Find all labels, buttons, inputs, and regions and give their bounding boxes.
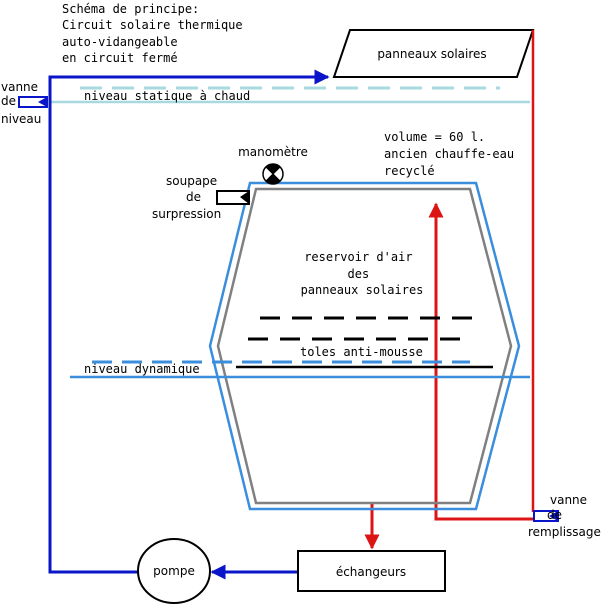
air-reservoir-label: reservoir d'air des panneaux solaires (301, 250, 424, 297)
level-valve-icon (38, 97, 47, 107)
relief-valve-label: soupape de surpression (152, 174, 221, 221)
tank-outer-wall (208, 181, 521, 511)
pump (137, 538, 211, 604)
tank-volume-label: volume = 60 l. ancien chauffe-eau recycl… (384, 130, 521, 178)
manometer-label: manomètre (238, 145, 308, 159)
dynamic-level-label: niveau dynamique (84, 362, 200, 376)
diagram-title: Schéma de principe: Circuit solaire ther… (62, 2, 250, 65)
static-level-label: niveau statique à chaud (84, 89, 250, 103)
fill-valve-label: vanne de remplissage (528, 493, 601, 539)
relief-valve-icon (240, 191, 249, 204)
baffles-label: toles anti-mousse (300, 345, 423, 359)
hot-pipe-into-tank (428, 202, 533, 521)
solar-panels-label: panneaux solaires (377, 47, 486, 61)
pump-label: pompe (153, 564, 195, 578)
exchangers-box (297, 550, 446, 592)
tank-inner-wall (216, 187, 513, 505)
level-valve-label: vanne de niveau (1, 80, 42, 126)
fill-valve-icon (549, 511, 558, 521)
exchangers-label: échangeurs (336, 565, 406, 579)
cold-pipe-to-panels (48, 69, 330, 574)
manometer-icon (262, 163, 284, 185)
solar-panels (332, 29, 535, 78)
